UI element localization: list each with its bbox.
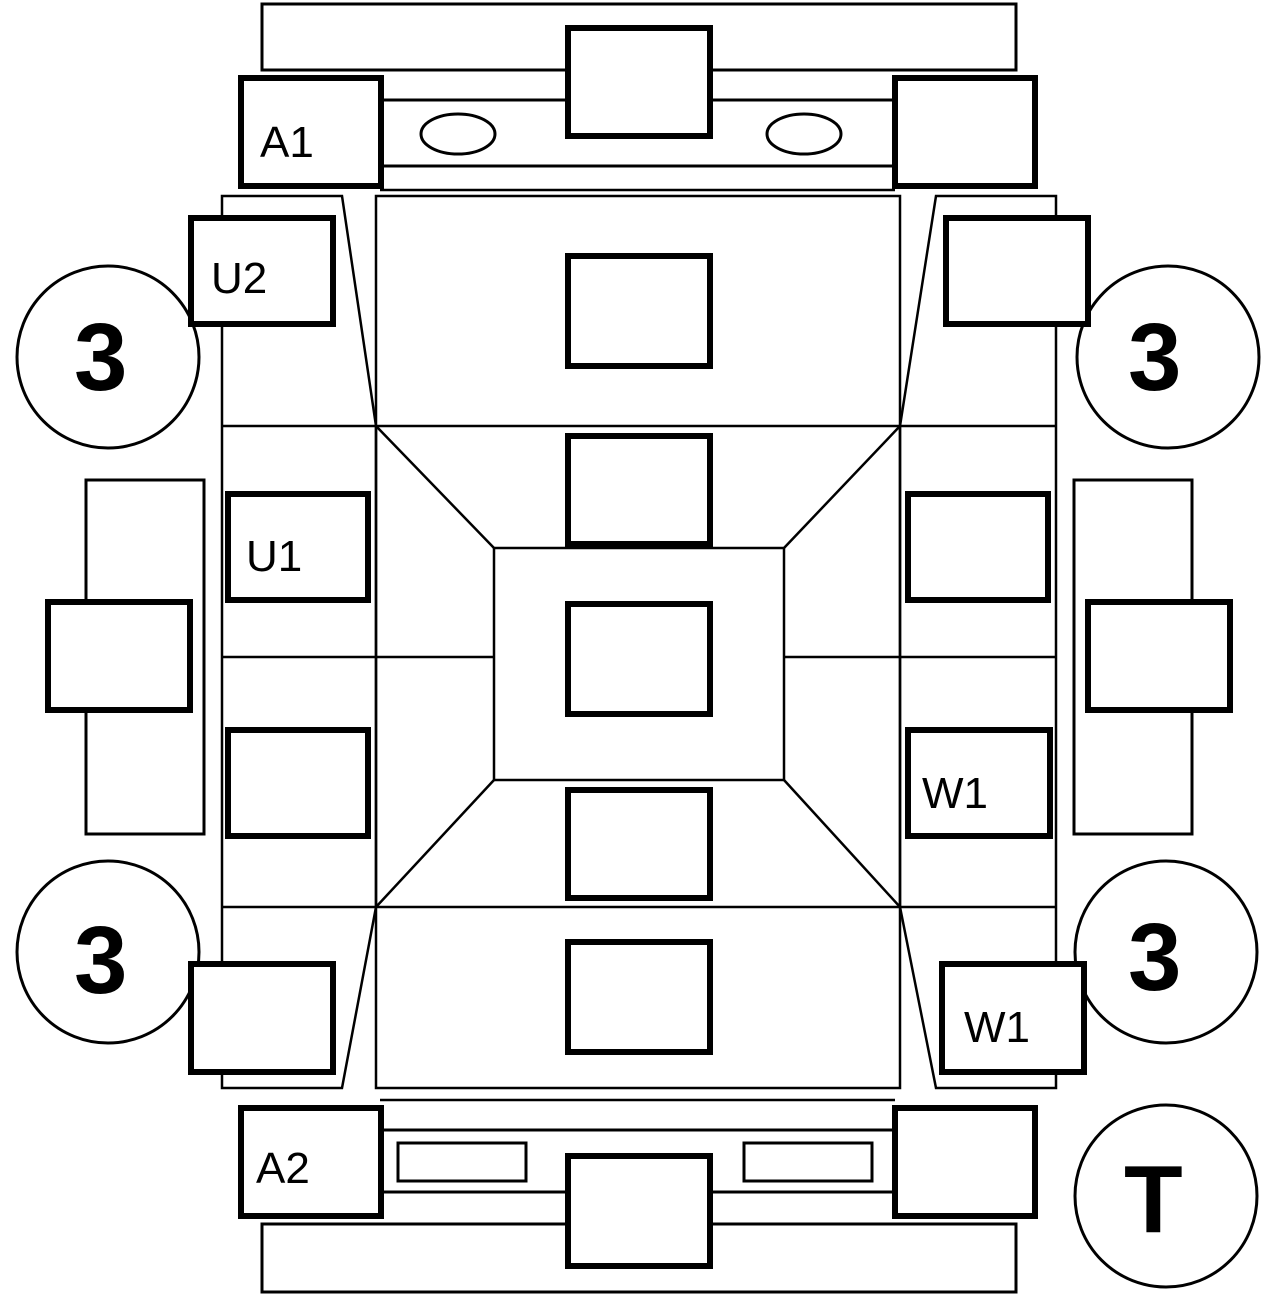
- fuse-lower-left: [188, 961, 336, 1075]
- bottom-right-slot: [742, 1141, 874, 1183]
- fuse-u2: [188, 215, 336, 327]
- label-u1: U1: [246, 532, 302, 581]
- fuse-right-mid-upper: [905, 491, 1051, 603]
- circle-label-top-left: 3: [74, 304, 127, 411]
- circle-top-right: [1075, 264, 1261, 450]
- fuse-u1: [225, 491, 371, 603]
- fuse-center-4: [565, 787, 713, 901]
- fuse-center-2: [565, 433, 713, 547]
- fuse-w1-mid: [905, 727, 1053, 839]
- fuse-top-right: [892, 75, 1038, 189]
- circle-label-bottom-left: 3: [74, 907, 127, 1014]
- circle-label-top-right: 3: [1128, 304, 1181, 411]
- fuse-a2: [238, 1105, 384, 1219]
- circle-corner: [1073, 1103, 1259, 1289]
- label-w1-mid: W1: [922, 769, 988, 818]
- label-u2: U2: [211, 254, 267, 303]
- bottom-left-slot: [396, 1141, 528, 1183]
- label-w1-low: W1: [964, 1003, 1030, 1052]
- circle-label-bottom-right: 3: [1128, 904, 1181, 1011]
- label-a1: A1: [260, 118, 314, 167]
- fuse-w1-low: [939, 961, 1087, 1075]
- fuse-left-strip: [45, 599, 193, 713]
- top-right-oval: [765, 112, 843, 156]
- label-a2: A2: [256, 1144, 310, 1193]
- circle-bottom-right: [1073, 859, 1259, 1045]
- fuse-bottom-center: [565, 1153, 713, 1269]
- fuse-upper-right: [943, 215, 1091, 327]
- left-side-frame: [220, 194, 378, 1090]
- top-left-oval: [419, 112, 497, 156]
- circle-bottom-left: [15, 859, 201, 1045]
- fuse-center-1: [565, 253, 713, 369]
- fuse-left-mid-lower: [225, 727, 371, 839]
- circle-label-corner: T: [1124, 1146, 1183, 1253]
- right-side-frame: [898, 194, 1058, 1090]
- inner-square: [492, 546, 786, 782]
- fuse-center-5: [565, 939, 713, 1055]
- circle-top-left: [15, 264, 201, 450]
- fuse-center-3: [565, 601, 713, 717]
- fuse-bottom-right: [892, 1105, 1038, 1219]
- fuse-top-center: [565, 25, 713, 139]
- fuse-right-strip: [1085, 599, 1233, 713]
- fuse-a1: [238, 75, 384, 189]
